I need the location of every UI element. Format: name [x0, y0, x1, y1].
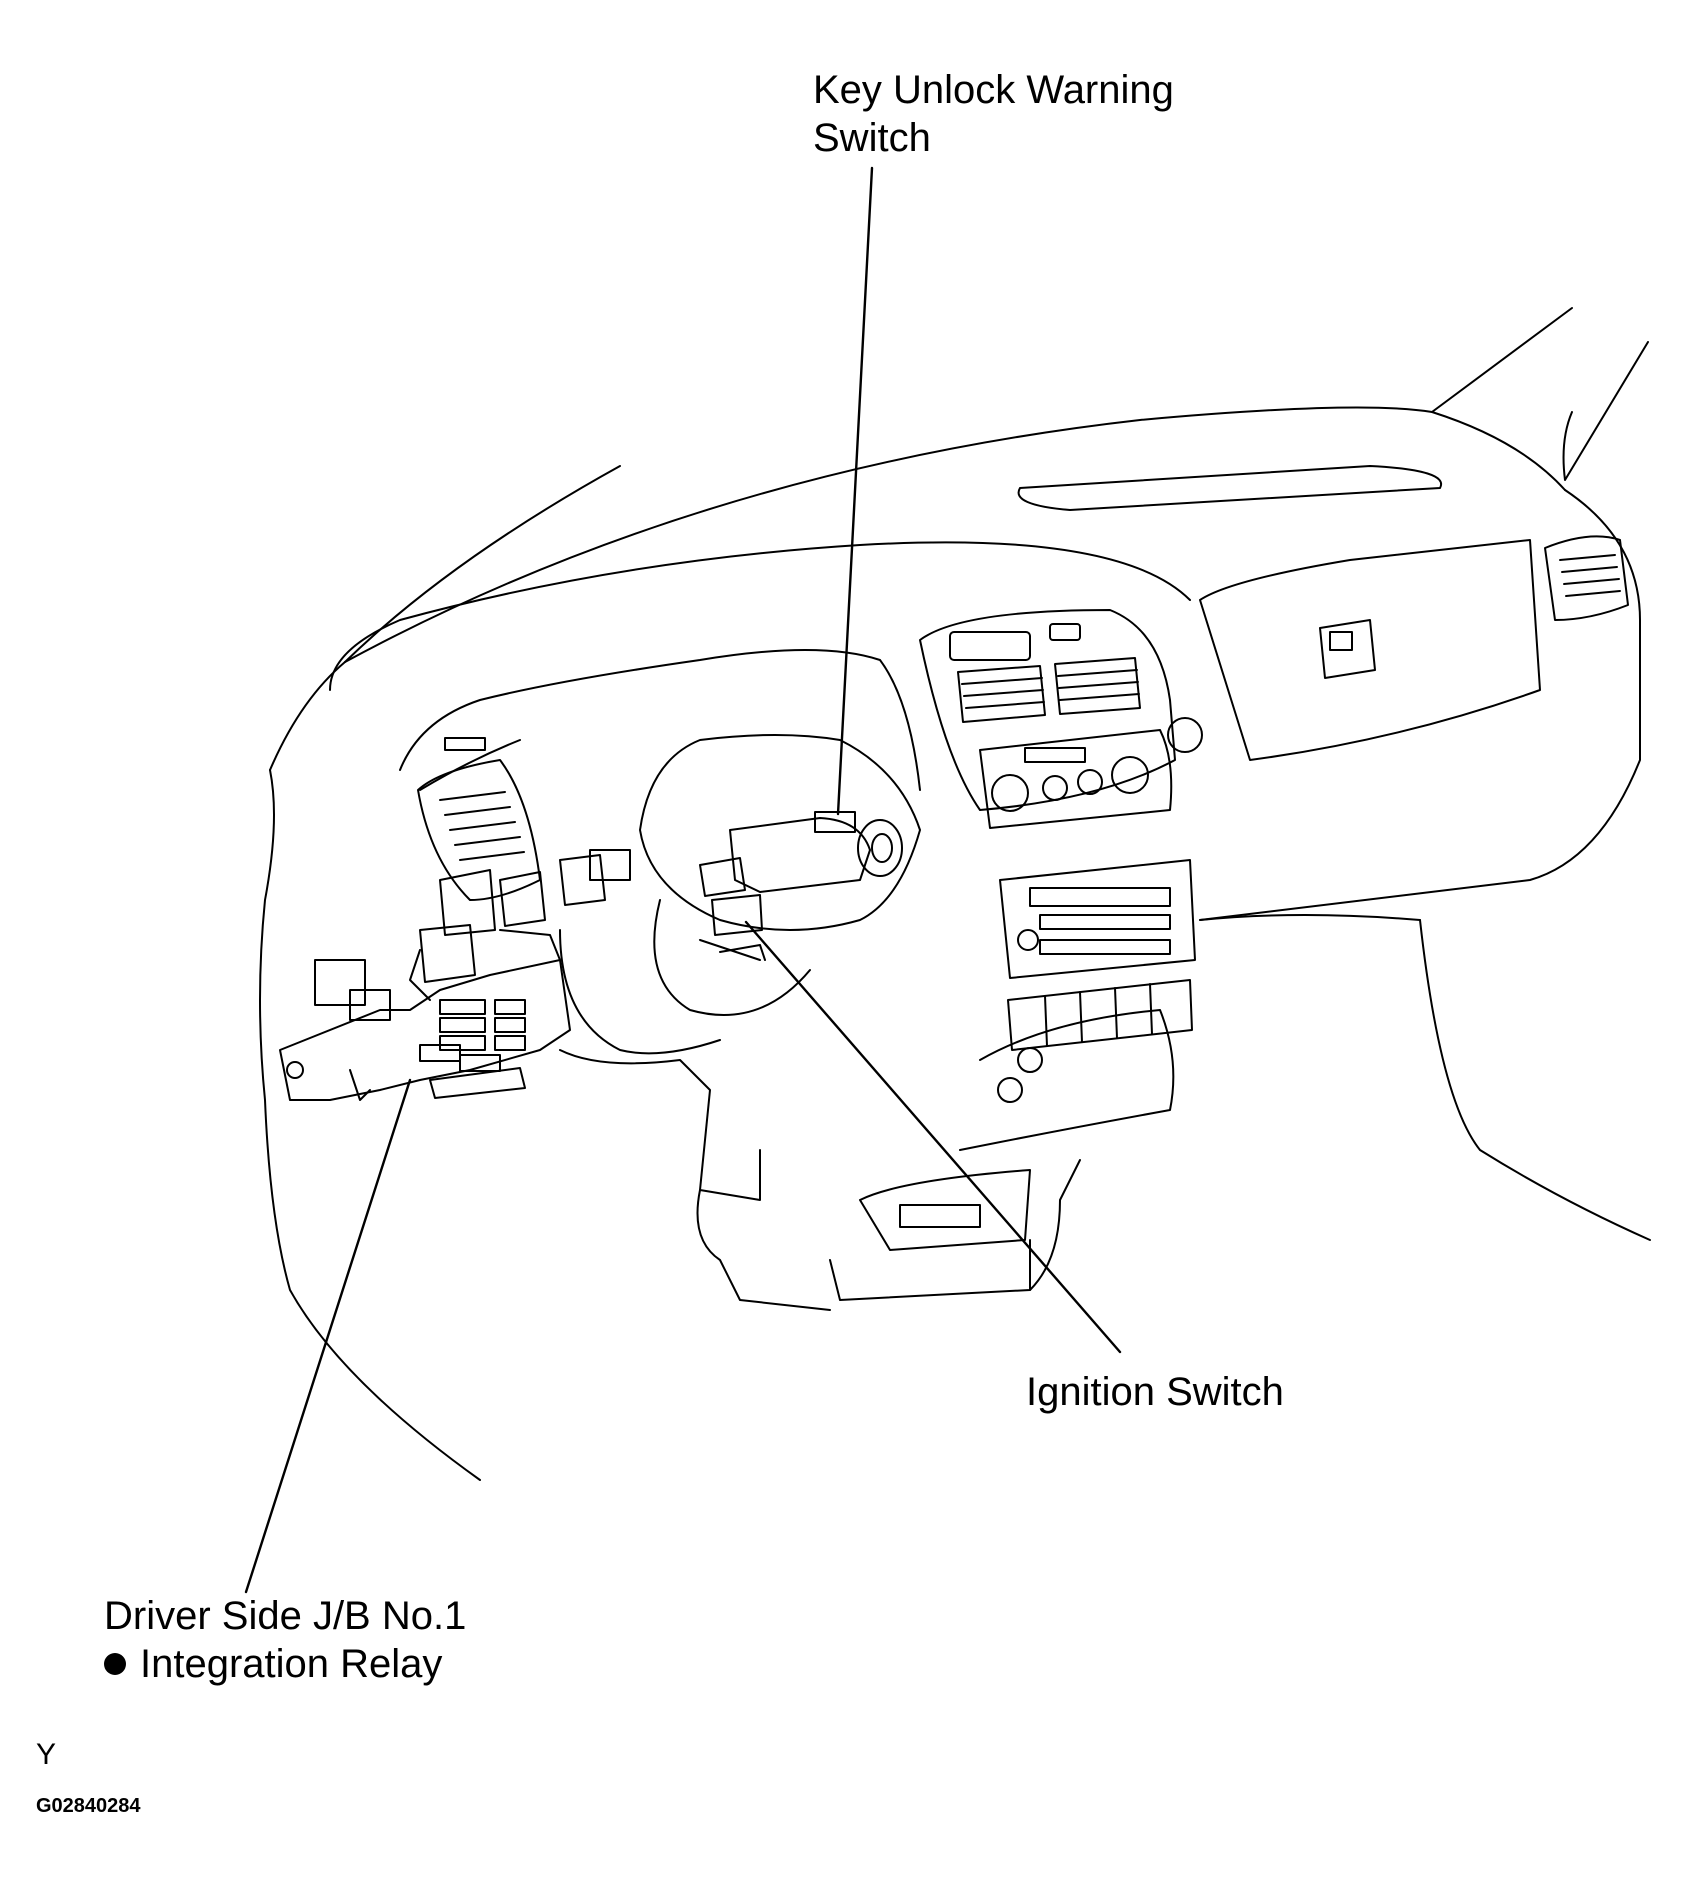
glove-box-latch: [1319, 619, 1376, 679]
bullet-icon: [104, 1653, 126, 1675]
key-unlock-warning-switch-body: [814, 811, 856, 833]
integration-relay-text: Integration Relay: [140, 1642, 443, 1686]
instrument-cluster-hood: [399, 649, 921, 791]
figure-code: G02840284: [36, 1795, 141, 1817]
key-unlock-label-line2: Switch: [813, 116, 931, 160]
key-unlock-warning-switch-label: Key Unlock Warning Switch: [813, 66, 1174, 162]
ignition-switch-body: [711, 894, 763, 936]
junction-block-label: Driver Side J/B No.1 Integration Relay: [104, 1592, 466, 1688]
lower-dash-panel: [259, 769, 1651, 1481]
leader-lines: [244, 166, 1122, 1594]
ignition-lock-cylinder: [729, 817, 871, 893]
dashboard-top: [269, 465, 1641, 921]
junction-block-label-line1: Driver Side J/B No.1: [104, 1594, 467, 1638]
glove-box-outline: [1199, 539, 1541, 761]
leader-junction-block: [244, 1078, 412, 1594]
switch-row: [1007, 979, 1193, 1051]
leader-ignition: [744, 920, 1122, 1354]
ignition-switch-label: Ignition Switch: [1026, 1370, 1284, 1414]
steering-column: [559, 734, 921, 1055]
audio-head-unit: [999, 859, 1196, 979]
relay: [314, 959, 366, 1006]
climate-control-panel: [979, 717, 1203, 829]
key-unlock-label-line1: Key Unlock Warning: [813, 68, 1174, 112]
lower-console: [829, 1009, 1175, 1301]
right-side-vent: [1544, 535, 1629, 621]
integration-relay-label: Integration Relay: [104, 1640, 466, 1688]
corner-letter: Y: [36, 1738, 57, 1771]
defroster-vent-outline: [1017, 465, 1443, 511]
leader-key-unlock: [836, 166, 874, 816]
windshield-outline: [344, 307, 1649, 663]
center-vents: [919, 609, 1176, 811]
junction-block-assembly: [279, 854, 606, 1101]
